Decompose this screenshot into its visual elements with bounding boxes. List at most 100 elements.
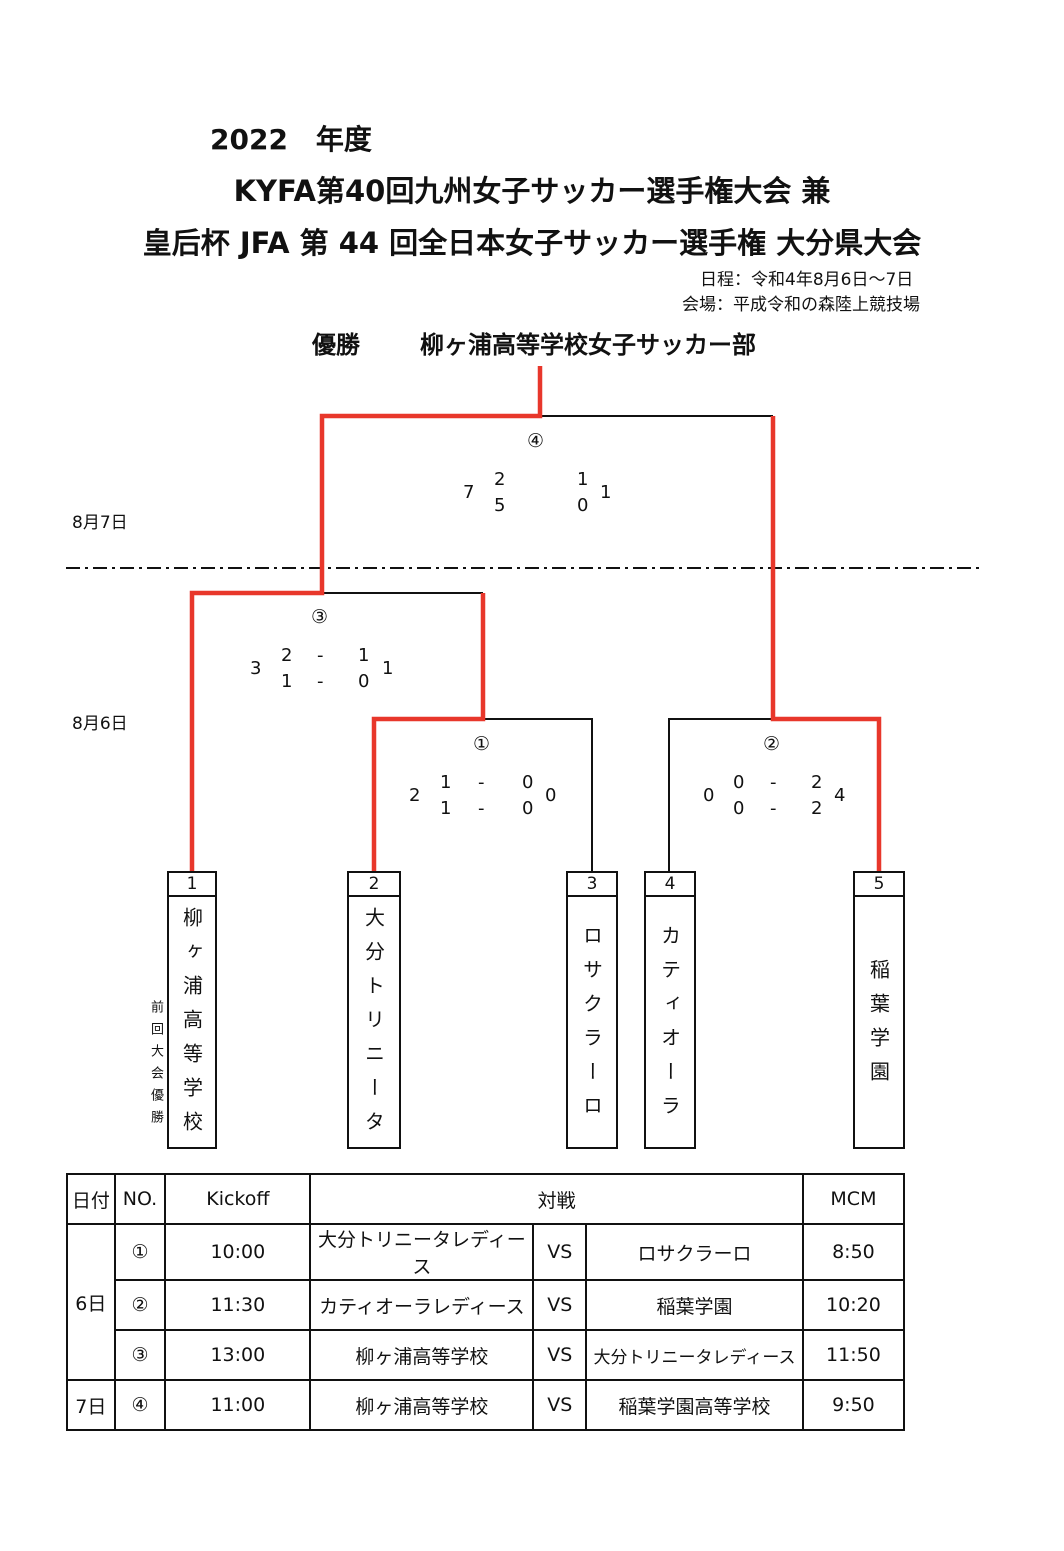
- m3-left-h1: 2: [281, 645, 293, 666]
- cell-mcm: 8:50: [801, 1223, 906, 1281]
- cell-away: 稲葉学園高等学校: [585, 1379, 804, 1431]
- m4-right-h1: 1: [577, 469, 589, 490]
- header-mcm: MCM: [801, 1173, 906, 1225]
- team-name-2: 大分トリニータ: [361, 907, 386, 1145]
- m2-right-total: 4: [834, 785, 846, 806]
- m2-dash2: -: [770, 798, 777, 819]
- cell-date: 6日: [66, 1223, 116, 1381]
- champion-name: 柳ヶ浦高等学校女子サッカー部: [420, 331, 756, 359]
- cell-vs: VS: [532, 1329, 588, 1381]
- team-name-4: カティオーラ: [657, 925, 682, 1129]
- header-no: NO.: [113, 1173, 167, 1225]
- m3-right-h2: 0: [358, 671, 370, 692]
- m1-right-h2: 0: [522, 798, 534, 819]
- team-number-3: 3: [566, 871, 618, 897]
- m3-dash1: -: [317, 645, 324, 666]
- team-box-1: 柳ヶ浦高等学校: [167, 895, 217, 1149]
- table-row: 6日 ① 10:00 大分トリニータレディース VS ロサクラーロ 8:50: [66, 1223, 906, 1381]
- m3-right-h1: 1: [358, 645, 370, 666]
- team-box-2: 大分トリニータ: [347, 895, 401, 1149]
- m2-right-h2: 2: [811, 798, 823, 819]
- cell-home: 柳ヶ浦高等学校: [309, 1379, 535, 1431]
- team-box-3: ロサクラーロ: [566, 895, 618, 1149]
- team-name-5: 稲葉学園: [866, 959, 891, 1095]
- tournament-title-line2: 皇后杯 JFA 第 44 回全日本女子サッカー選手権 大分県大会: [142, 226, 922, 260]
- day-label-aug7: 8月7日: [72, 513, 128, 533]
- champion-label: 優勝: [312, 331, 360, 359]
- cell-away: 大分トリニータレディース: [585, 1329, 804, 1381]
- cell-home: 大分トリニータレディース: [309, 1223, 535, 1281]
- cell-kickoff: 10:00: [164, 1223, 312, 1281]
- m4-right-total: 1: [600, 482, 612, 503]
- cell-vs: VS: [532, 1379, 588, 1431]
- team-number-5: 5: [853, 871, 905, 897]
- cell-home: カティオーラレディース: [309, 1279, 535, 1331]
- match-number-4: ④: [527, 430, 545, 452]
- team-name-3: ロサクラーロ: [579, 925, 604, 1129]
- match-number-1: ①: [473, 733, 491, 755]
- table-row: ② 11:30 カティオーラレディース VS 稲葉学園 10:20: [67, 1279, 906, 1331]
- m1-left-total: 2: [409, 785, 421, 806]
- header-date: 日付: [66, 1173, 116, 1225]
- table-row: ③ 13:00 柳ヶ浦高等学校 VS 大分トリニータレディース 11:50: [67, 1329, 906, 1381]
- m4-left-h1: 2: [494, 469, 506, 490]
- cell-no: ④: [113, 1379, 167, 1431]
- m1-dash2: -: [478, 798, 485, 819]
- cell-mcm: 9:50: [801, 1379, 906, 1431]
- table-header-row: 日付 NO. Kickoff 対戦 MCM: [66, 1173, 906, 1225]
- schedule-text: 日程：令和4年8月6日〜7日: [700, 270, 914, 290]
- cell-vs: VS: [532, 1279, 588, 1331]
- m2-left-total: 0: [703, 785, 715, 806]
- m2-right-h1: 2: [811, 772, 823, 793]
- m4-left-total: 7: [463, 482, 475, 503]
- venue-text: 会場：平成令和の森陸上競技場: [682, 295, 920, 315]
- m4-right-h2: 0: [577, 495, 589, 516]
- winner-path-inaba: [770, 416, 882, 872]
- table-row: 7日 ④ 11:00 柳ヶ浦高等学校 VS 稲葉学園高等学校 9:50: [66, 1379, 906, 1431]
- match-number-3: ③: [311, 606, 329, 628]
- m1-left-h2: 1: [440, 798, 452, 819]
- m1-right-h1: 0: [522, 772, 534, 793]
- year-label: 2022 年度: [210, 123, 372, 156]
- m1-dash1: -: [478, 772, 485, 793]
- m3-left-total: 3: [250, 658, 262, 679]
- cell-mcm: 10:20: [801, 1279, 906, 1331]
- team-number-4: 4: [644, 871, 696, 897]
- m1-left-h1: 1: [440, 772, 452, 793]
- cell-home: 柳ヶ浦高等学校: [309, 1329, 535, 1381]
- winner-path-trinita: [371, 593, 486, 872]
- day-label-aug6: 8月6日: [72, 714, 128, 734]
- team-box-4: カティオーラ: [644, 895, 696, 1149]
- cell-kickoff: 11:30: [164, 1279, 312, 1331]
- match-number-2: ②: [763, 733, 781, 755]
- cell-no: ①: [113, 1223, 167, 1281]
- cell-kickoff: 13:00: [164, 1329, 312, 1381]
- m2-dash1: -: [770, 772, 777, 793]
- m2-left-h1: 0: [733, 772, 745, 793]
- cell-mcm: 11:50: [801, 1329, 906, 1381]
- header-kickoff: Kickoff: [164, 1173, 312, 1225]
- m2-left-h2: 0: [733, 798, 745, 819]
- m4-left-h2: 5: [494, 495, 506, 516]
- m3-dash2: -: [317, 671, 324, 692]
- m1-right-total: 0: [545, 785, 557, 806]
- winner-path-champion: [189, 366, 543, 872]
- m3-left-h2: 1: [281, 671, 293, 692]
- m3-right-total: 1: [382, 658, 394, 679]
- cell-no: ②: [113, 1279, 167, 1331]
- team-number-1: 1: [167, 871, 217, 897]
- cell-no: ③: [113, 1329, 167, 1381]
- cell-away: 稲葉学園: [585, 1279, 804, 1331]
- bracket-line-m1-right: [483, 718, 593, 872]
- team-box-5: 稲葉学園: [853, 895, 905, 1149]
- header-match: 対戦: [309, 1173, 804, 1225]
- team-name-1: 柳ヶ浦高等学校: [179, 907, 204, 1145]
- cell-away: ロサクラーロ: [585, 1223, 804, 1281]
- previous-champion-note: 前回大会優勝: [148, 1000, 163, 1132]
- cell-kickoff: 11:00: [164, 1379, 312, 1431]
- schedule-table: 日付 NO. Kickoff 対戦 MCM 6日 ① 10:00 大分トリニータ…: [66, 1173, 906, 1431]
- cell-date: 7日: [66, 1379, 116, 1431]
- tournament-title-line1: KYFA第40回九州女子サッカー選手権大会 兼: [233, 174, 831, 208]
- cell-vs: VS: [532, 1223, 588, 1281]
